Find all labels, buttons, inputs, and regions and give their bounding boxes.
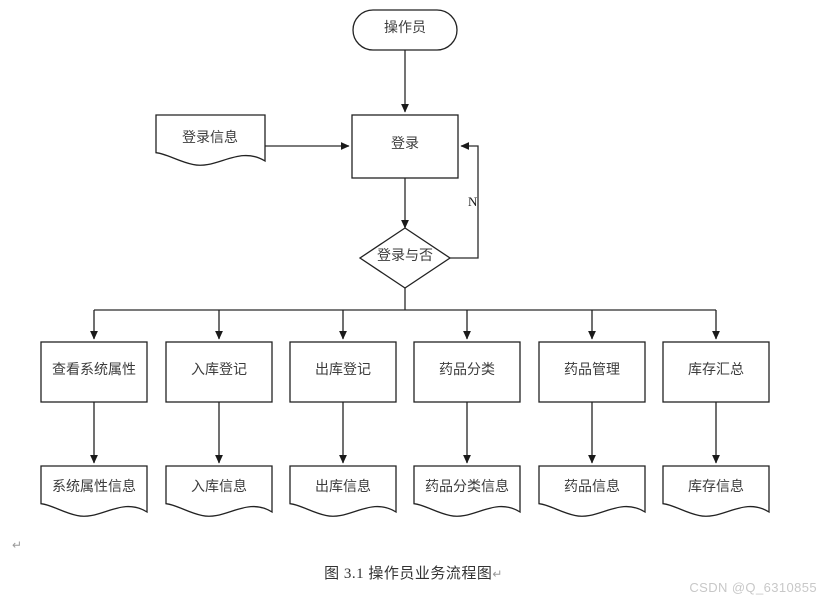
node-decision-login[interactable] [358, 227, 452, 289]
csdn-watermark: CSDN @Q_6310855 [689, 580, 817, 595]
node-login-info-doc[interactable] [155, 114, 266, 166]
node-output-3[interactable] [289, 465, 397, 517]
node-output-1[interactable] [40, 465, 148, 517]
node-function-6[interactable] [662, 341, 770, 403]
node-login[interactable] [351, 114, 459, 179]
node-output-5[interactable] [538, 465, 646, 517]
edge-decision-no-back-to-login [450, 142, 479, 259]
node-function-1[interactable] [40, 341, 148, 403]
node-function-2[interactable] [165, 341, 273, 403]
node-function-5[interactable] [538, 341, 646, 403]
node-function-3[interactable] [289, 341, 397, 403]
node-output-6[interactable] [662, 465, 770, 517]
figure-caption-text: 图 3.1 操作员业务流程图 [324, 566, 493, 582]
caption-paragraph-mark: ↵ [492, 567, 503, 581]
node-operator[interactable] [352, 9, 458, 51]
branch-label-no: N [468, 194, 478, 209]
node-output-2[interactable] [165, 465, 273, 517]
paragraph-mark-left: ↵ [12, 538, 23, 552]
figure-caption: 图 3.1 操作员业务流程图↵ [0, 562, 827, 583]
node-output-4[interactable] [413, 465, 521, 517]
node-function-4[interactable] [413, 341, 521, 403]
